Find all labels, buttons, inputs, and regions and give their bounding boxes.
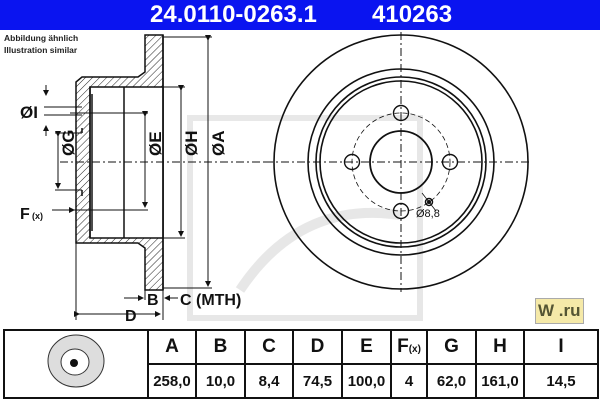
label-f-sub: (x) [32,211,43,221]
header-f: F(x) [390,329,428,365]
value-h: 161,0 [475,363,525,399]
technical-drawing: ØI ØG ØE ØH ØA F (x) B C (MTH) D Ø8,8 [20,32,532,325]
header-f-letter: F [397,336,409,357]
label-a: ØA [209,131,228,157]
label-g: ØG [59,130,78,156]
value-b: 10,0 [195,363,246,399]
label-d: D [125,308,137,325]
header-f-sub: (x) [408,344,421,355]
value-e: 100,0 [341,363,392,399]
value-a: 258,0 [147,363,197,399]
dimension-lines [43,35,212,320]
part-number: 24.0110-0263.1 [150,1,317,28]
header-i: I [523,329,599,365]
front-view [265,32,532,292]
note-en: Illustration similar [4,45,78,55]
note-de: Abbildung ähnlich [4,33,79,43]
value-g: 62,0 [426,363,477,399]
brake-disc-icon [47,334,105,388]
value-c: 8,4 [244,363,294,399]
header-h: H [475,329,525,365]
header-d: D [292,329,343,365]
label-b: B [147,292,159,309]
ate-logo-watermark [187,115,423,321]
label-e: ØE [146,131,165,156]
label-c: C (MTH) [180,292,241,309]
value-i: 14,5 [523,363,599,399]
reference-number: 410263 [372,1,453,28]
header-c: C [244,329,294,365]
value-f: 4 [390,363,428,399]
bolt-hole-label: Ø8,8 [416,208,440,220]
header-g: G [426,329,477,365]
disc-thumbnail [3,329,149,399]
label-h: ØH [182,131,201,157]
header-a: A [147,329,197,365]
dimensions-table: A B C D E F(x) G H I 258,0 10,0 8,4 74,5… [3,329,599,399]
watermark: W .ru [535,298,584,324]
label-f: F [20,206,30,223]
label-i: ØI [20,103,38,122]
title-bar: 24.0110-0263.1 410263 [0,0,600,30]
header-b: B [195,329,246,365]
cross-section-view [60,34,270,291]
value-d: 74,5 [292,363,343,399]
header-e: E [341,329,392,365]
